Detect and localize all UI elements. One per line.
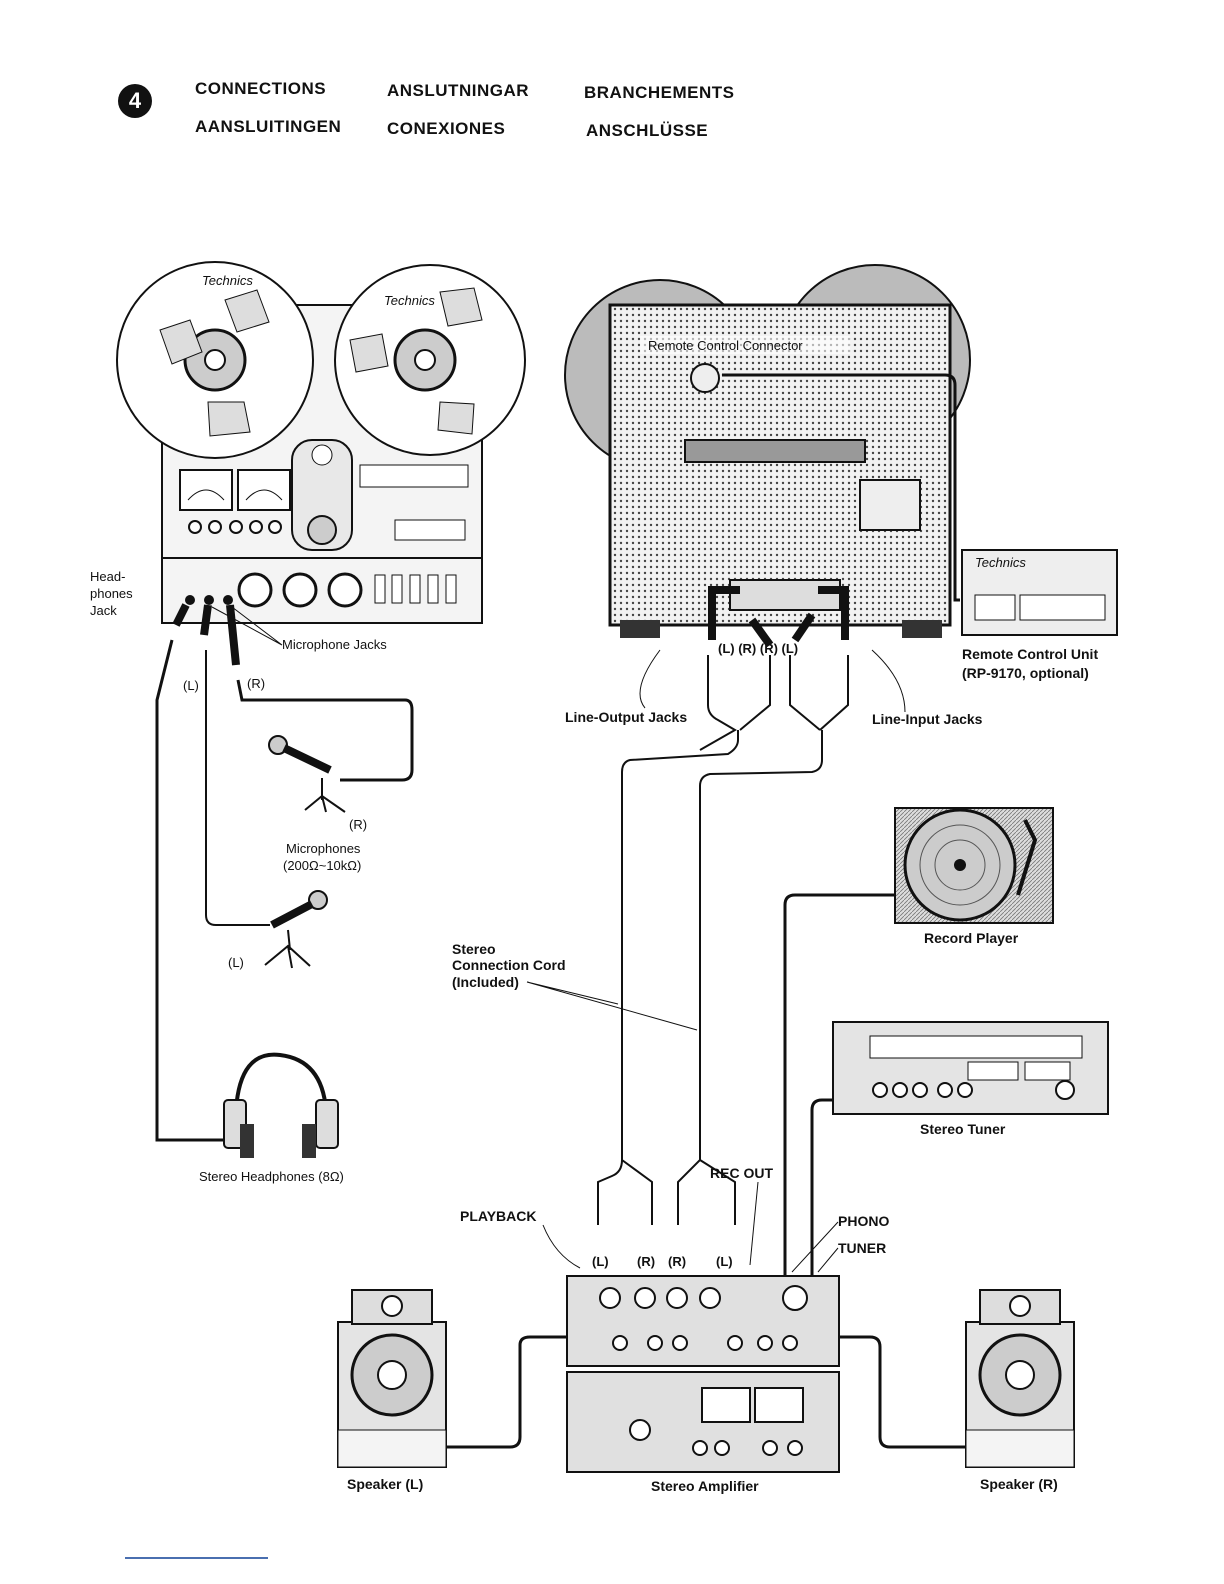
remote-control-connector-label: Remote Control Connector [648, 338, 803, 353]
mic-jack-right [223, 595, 233, 605]
left-reel-brand: Technics [202, 273, 253, 288]
stereo-amplifier [566, 1275, 840, 1473]
mic-r-tag: (R) [349, 817, 367, 832]
line-input-jacks-label: Line-Input Jacks [872, 711, 983, 727]
microphones-label-1: Microphones [286, 841, 361, 856]
title-branchements: BRANCHEMENTS [584, 83, 735, 102]
speaker-right-cable [839, 1335, 966, 1449]
remote-unit-label-2: (RP-9170, optional) [962, 665, 1089, 681]
stereo-amplifier-label: Stereo Amplifier [651, 1478, 759, 1494]
stereo-cord-label-2: Connection Cord [452, 957, 566, 973]
tuner-cable [810, 1098, 833, 1275]
stereo-tuner-label: Stereo Tuner [920, 1121, 1006, 1137]
amp-jack-tag-l1: (L) [592, 1254, 609, 1269]
record-player [894, 807, 1054, 924]
title-aansluitingen: AANSLUITINGEN [195, 117, 342, 136]
microphone-right [268, 735, 346, 813]
right-reel-brand: Technics [384, 293, 435, 308]
mic-jack-left [204, 595, 214, 605]
stereo-cord-label-1: Stereo [452, 941, 496, 957]
tuner-label: TUNER [838, 1240, 886, 1256]
speaker-left-label: Speaker (L) [347, 1476, 423, 1492]
stereo-cord-label-3: (Included) [452, 974, 519, 990]
rec-out-label: REC OUT [710, 1165, 773, 1181]
section-number-badge: 4 [118, 84, 152, 118]
amp-jack-tag-l2: (L) [716, 1254, 733, 1269]
microphone-jacks-label: Microphone Jacks [282, 637, 387, 652]
headphones-jack [185, 595, 195, 605]
amp-jack-tag-r1: (R) [637, 1254, 655, 1269]
headphones-jack-label-2: phones [90, 586, 133, 601]
title-anslutningar: ANSLUTNINGAR [387, 81, 529, 100]
remote-unit-brand: Technics [975, 555, 1026, 570]
mic-left-cable [205, 650, 270, 926]
tape-deck-rear [564, 264, 971, 638]
remote-control-connector [690, 363, 720, 393]
speaker-left-cable [446, 1335, 567, 1449]
microphone-left [264, 890, 328, 969]
mic-right-cable [236, 679, 414, 782]
title-conexiones: CONEXIONES [387, 119, 506, 138]
line-output-jacks-label: Line-Output Jacks [565, 709, 687, 725]
playback-cord [597, 730, 739, 1225]
title-connections: CONNECTIONS [195, 79, 327, 98]
stereo-headphones [223, 1052, 339, 1158]
microphones-label-2: (200Ω~10kΩ) [283, 858, 361, 873]
tape-deck-front: Technics Technics [116, 261, 526, 624]
mic-right-plug-tag: (R) [247, 676, 265, 691]
footer-rule [125, 1557, 268, 1559]
stereo-headphones-label: Stereo Headphones (8Ω) [199, 1169, 344, 1184]
speaker-right [965, 1289, 1075, 1468]
remote-control-unit [961, 549, 1118, 636]
title-anschlusse: ANSCHLÜSSE [586, 121, 709, 140]
phono-label: PHONO [838, 1213, 889, 1229]
playback-label: PLAYBACK [460, 1208, 537, 1224]
amp-jack-tag-r2: (R) [668, 1254, 686, 1269]
headphone-cable [155, 639, 230, 1142]
remote-unit-label-1: Remote Control Unit [962, 646, 1098, 662]
speaker-right-label: Speaker (R) [980, 1476, 1058, 1492]
headphones-jack-label-1: Head- [90, 569, 125, 584]
mic-l-tag: (L) [228, 955, 244, 970]
record-player-label: Record Player [924, 930, 1019, 946]
headphones-jack-label-3: Jack [90, 603, 117, 618]
rec-out-cord [677, 730, 823, 1225]
stereo-tuner [832, 1021, 1109, 1115]
mic-left-plug-tag: (L) [183, 678, 199, 693]
rear-jack-tags: (L) (R) (R) (L) [718, 641, 798, 656]
remote-cable [722, 373, 960, 602]
phono-cable [783, 893, 895, 1275]
speaker-left [337, 1289, 447, 1468]
